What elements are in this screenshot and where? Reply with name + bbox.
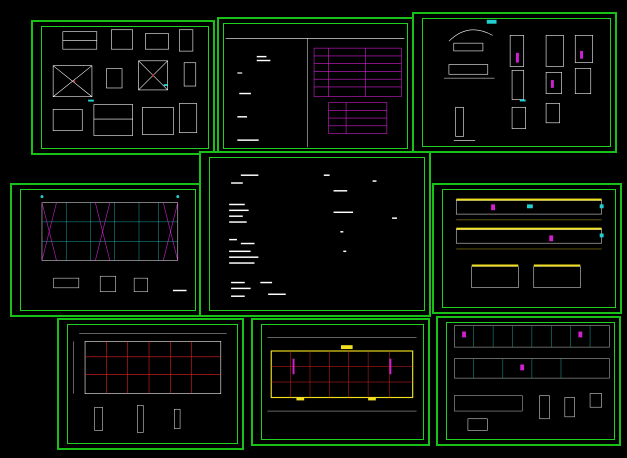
sheet-floor-plan[interactable] <box>251 318 430 446</box>
sheet-framing-sections[interactable] <box>436 316 621 446</box>
sheet-column-grid-plan[interactable] <box>57 318 244 450</box>
sheet-frame <box>67 324 238 444</box>
foundation-details-drawing <box>52 29 198 136</box>
sheet-frame <box>422 18 611 147</box>
sheet-section-details[interactable] <box>412 12 617 153</box>
design-notes-drawing <box>229 174 397 297</box>
sheet-drawing-index[interactable] <box>217 17 414 155</box>
sheet-frame <box>442 189 616 308</box>
sheet-roof-bracing-plan[interactable] <box>10 183 202 317</box>
column-grid-drawing <box>73 333 227 433</box>
drawing-index-drawing <box>225 38 405 148</box>
sheet-frame <box>20 189 196 311</box>
sheet-foundation-details[interactable] <box>31 20 215 155</box>
floor-plan-drawing <box>267 337 417 412</box>
sheet-frame <box>41 26 209 149</box>
sheet-frame <box>223 23 408 149</box>
framing-sections-drawing <box>454 325 610 431</box>
sheet-frame <box>209 157 425 311</box>
sheet-frame <box>446 322 615 440</box>
section-details-drawing <box>444 19 594 141</box>
sheet-frame <box>261 324 424 440</box>
elevations-drawing <box>455 198 604 289</box>
sheet-design-notes[interactable] <box>199 151 431 317</box>
sheet-elevations[interactable] <box>432 183 622 314</box>
roof-bracing-drawing <box>40 195 187 292</box>
